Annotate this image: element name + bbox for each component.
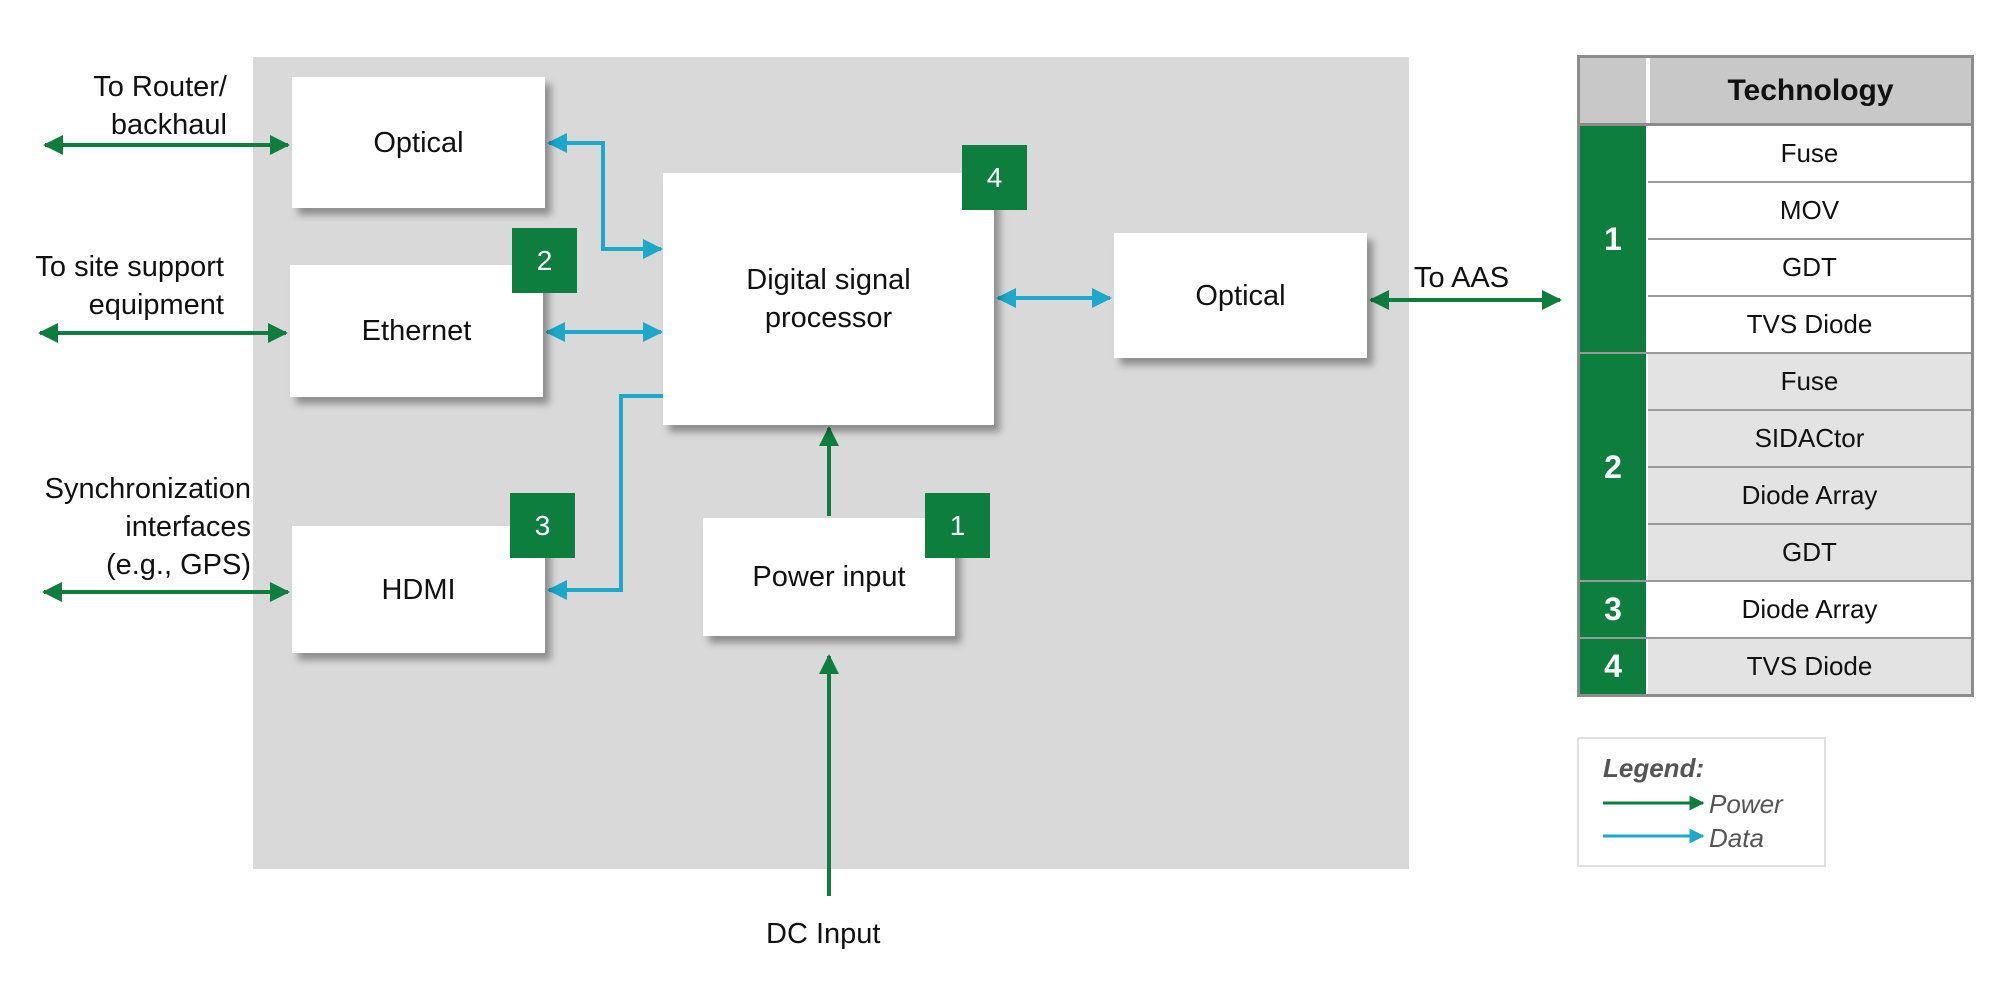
label-line: interfaces xyxy=(125,511,251,543)
legend-item-power: Power xyxy=(1709,789,1783,819)
table-row: GDT xyxy=(1648,525,1971,580)
table-row: SIDACtor xyxy=(1648,411,1971,468)
table-group-rows: Diode Array xyxy=(1648,582,1971,637)
legend-swatches xyxy=(1603,795,1705,844)
block-hdmi[interactable]: HDMI xyxy=(292,526,545,653)
table-group-rows: TVS Diode xyxy=(1648,639,1971,694)
label-line: backhaul xyxy=(110,109,227,141)
badge-ethernet: 2 xyxy=(512,228,577,293)
label-line: equipment xyxy=(88,289,224,321)
block-optical-right[interactable]: Optical xyxy=(1114,233,1367,358)
block-label: Ethernet xyxy=(361,315,472,347)
table-row: MOV xyxy=(1648,183,1971,240)
block-label-line: processor xyxy=(764,302,893,334)
table-row: Diode Array xyxy=(1648,468,1971,525)
table-row: Fuse xyxy=(1648,126,1971,183)
data-line-dsp-hdmi xyxy=(547,394,665,600)
table-header: Technology xyxy=(1580,58,1971,126)
badge-hdmi: 3 xyxy=(510,493,575,558)
label-line: Synchronization xyxy=(44,473,251,505)
label-site-support: To site support equipment xyxy=(35,248,224,324)
block-ethernet[interactable]: Ethernet xyxy=(290,265,543,397)
block-dsp[interactable]: Digital signal processor xyxy=(663,173,994,425)
table-row: GDT xyxy=(1648,240,1971,297)
block-label: Optical xyxy=(373,126,464,159)
table-row: TVS Diode xyxy=(1648,297,1971,352)
legend: Legend: Power Data xyxy=(1577,737,1826,867)
table-group-number: 4 xyxy=(1580,639,1648,694)
legend-item-data: Data xyxy=(1709,823,1764,853)
block-label: Power input xyxy=(752,561,906,593)
badge-power-input: 1 xyxy=(925,493,990,558)
table-group-number: 3 xyxy=(1580,582,1648,637)
label-line: To Router/ xyxy=(93,71,227,103)
badge-dsp: 4 xyxy=(962,145,1027,210)
label-line: (e.g., GPS) xyxy=(105,549,251,581)
block-optical-left[interactable]: Optical xyxy=(292,77,545,208)
block-label: HDMI xyxy=(381,573,456,606)
table-group-number: 2 xyxy=(1580,354,1648,580)
label-line: To site support xyxy=(35,251,224,283)
table-header-blank xyxy=(1580,58,1650,123)
legend-title: Legend: xyxy=(1603,753,1705,783)
label-sync-interfaces: Synchronization interfaces (e.g., GPS) xyxy=(45,470,251,584)
table-row: TVS Diode xyxy=(1648,639,1971,694)
data-line-optical-dsp xyxy=(547,133,663,259)
label-router-backhaul: To Router/ backhaul xyxy=(93,68,227,144)
table-row: Fuse xyxy=(1648,354,1971,411)
label-dc-input: DC Input xyxy=(766,918,881,950)
table-row: Diode Array xyxy=(1648,582,1971,637)
block-label-line: Digital signal xyxy=(746,264,911,296)
block-label: Optical xyxy=(1195,279,1286,312)
table-header-technology: Technology xyxy=(1727,73,1894,107)
block-power-input[interactable]: Power input xyxy=(703,518,955,636)
table-group-number: 1 xyxy=(1580,126,1648,352)
label-to-aas: To AAS xyxy=(1414,262,1510,294)
